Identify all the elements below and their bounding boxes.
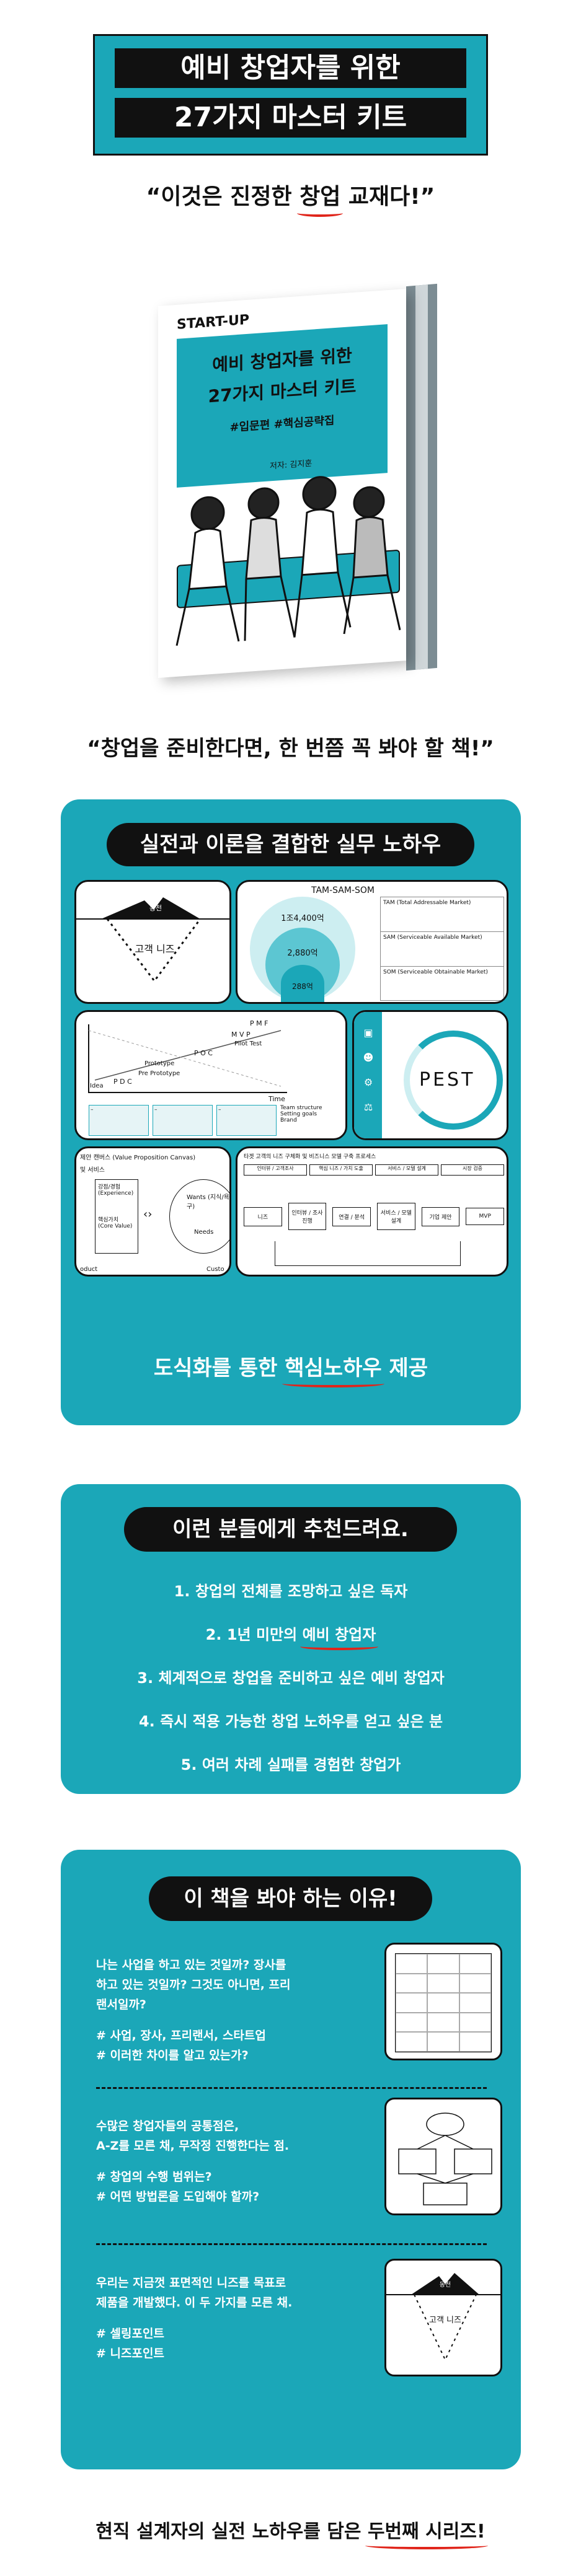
book-start-label: START-UP [177, 312, 250, 333]
sam-value: 2,880억 [287, 949, 318, 958]
reason-thumb-diagram [384, 2098, 502, 2215]
flow-header: 서비스 / 모델 설계 [375, 1164, 438, 1176]
flow-header: 인터뷰 / 고객조사 [244, 1164, 307, 1176]
flow-box: 니즈 [244, 1207, 282, 1226]
card-pest: ▣ ☻ ⚙ ⚖ PEST [352, 1010, 508, 1140]
flow-box: 서비스 / 모델 설계 [377, 1203, 415, 1230]
reason-thumb-table [384, 1943, 502, 2060]
recommend-item: 1. 창업의 전체를 조망하고 싶은 독자 [174, 1583, 408, 1600]
flow-box: 기업 제안 [421, 1207, 460, 1226]
header-title-line1: 예비 창업자를 위한 [115, 48, 466, 88]
pmf-side-item: Setting goals [280, 1111, 317, 1117]
sam-row: SAM (Serviceable Available Market) [381, 932, 503, 967]
tam-value: 1조4,400억 [281, 914, 324, 923]
divider [96, 2087, 487, 2089]
section3-pill: 이 책을 봐야 하는 이유! [149, 1876, 432, 1921]
card-customer-niche: 동전 고객 니즈 [74, 880, 231, 1004]
footer-tagline: 현직 설계자의 실전 노하우를 담은 두번째 시리즈! [0, 2516, 581, 2549]
pest-icon-column: ▣ ☻ ⚙ ⚖ [359, 1021, 378, 1120]
value-service-label: 및 서비스 [80, 1167, 105, 1174]
recommend-item-highlight: 2. 1년 미만의 예비 창업자 [61, 1622, 521, 1650]
niche-top-label: 동전 [149, 904, 162, 912]
reason-thumb-niche: 동전 고객 니즈 [384, 2259, 502, 2376]
tam-title: TAM-SAM-SOM [311, 886, 375, 895]
som-row: SOM (Serviceable Obtainable Market) [383, 969, 488, 975]
pmf-side-item: Team structure [280, 1105, 322, 1111]
value-core: 핵심가치 (Core Value) [98, 1217, 133, 1229]
value-title: 제안 캔버스 (Value Proposition Canvas) [80, 1154, 196, 1161]
flow-title: 타겟 고객의 니즈 구체화 및 비즈니스 모델 구축 프로세스 [244, 1154, 376, 1160]
pdc-label: P D C [113, 1078, 132, 1086]
building-icon: ▣ [363, 1027, 373, 1039]
section2-pill: 이런 분들에게 추천드려요. [124, 1507, 457, 1552]
poc-label: P O C [194, 1049, 213, 1057]
card-process-flow: 타겟 고객의 니즈 구체화 및 비즈니스 모델 구축 프로세스 인터뷰 / 고객… [236, 1146, 508, 1277]
value-product: oduct [80, 1266, 98, 1273]
flow-box: 인터뷰 / 조사 진행 [288, 1203, 327, 1230]
niche-center-label: 고객 니즈 [135, 943, 175, 955]
value-experience: 강점/경험 (Experience) [98, 1184, 134, 1197]
header-title-line2: 27가지 마스터 키트 [115, 98, 466, 138]
som-value: 288억 [292, 982, 313, 991]
pest-label: PEST [419, 1069, 476, 1091]
mini-niche-center: 고객 니즈 [429, 2316, 461, 2325]
recommend-item: 3. 체계적으로 창업을 준비하고 싶은 예비 창업자 [137, 1669, 445, 1687]
divider [96, 2243, 487, 2245]
mvp-label: M V P [231, 1031, 251, 1039]
value-needs: Needs [194, 1229, 214, 1236]
recommend-item: 5. 여러 차례 실패를 경험한 창업가 [180, 1756, 401, 1774]
book-cover: START-UP 예비 창업자를 위한 27가지 마스터 키트 #입문편 #핵심… [133, 260, 437, 678]
pmf-label: P M F [250, 1019, 268, 1027]
som-circle [281, 965, 324, 1002]
quote-mid: “창업을 준비한다면, 한 번쯤 꼭 봐야 할 책!” [87, 736, 494, 761]
flow-header: 시장 검증 [441, 1164, 504, 1176]
pmf-side-item: Brand [280, 1117, 297, 1123]
card-tam-sam-som: TAM-SAM-SOM 1조4,400억 2,880억 288억 TAM (To… [236, 880, 508, 1004]
pilot-label: Pilot Test [234, 1040, 262, 1047]
reason-block-1: 나는 사업을 하고 있는 것일까? 장사를 하고 있는 것일까? 그것도 아니면… [96, 1958, 291, 2062]
flow-box: 연결 / 분석 [332, 1207, 371, 1226]
section1-pill: 실전과 이론을 결합한 실무 노하우 [107, 823, 474, 866]
recommend-item: 4. 즉시 적용 가능한 창업 노하우를 얻고 싶은 분 [138, 1713, 443, 1730]
quote-top: “이것은 진정한 창업 교재다!” [0, 178, 581, 217]
value-wants: Wants (지식/욕구) [187, 1194, 229, 1210]
swap-arrows-icon: ‹› [143, 1208, 153, 1221]
flow-header: 핵심 니즈 / 가치 도출 [309, 1164, 373, 1176]
section1-caption: 도식화를 통한 핵심노하우 제공 [61, 1351, 521, 1387]
value-customer: Custo [206, 1266, 224, 1273]
tam-row: TAM (Total Addressable Market) [381, 897, 503, 932]
reason-block-2: 수많은 창업자들의 공통점은, A-Z를 모른 채, 무작정 진행한다는 점. … [96, 2119, 290, 2204]
people-icon: ☻ [363, 1052, 374, 1063]
flow-box: MVP [466, 1208, 505, 1225]
pre-prototype-label: Pre Prototype [138, 1070, 180, 1077]
people-illustration [175, 476, 401, 646]
gear-icon: ⚙ [363, 1076, 373, 1088]
card-value-proposition: 제안 캔버스 (Value Proposition Canvas) 및 서비스 … [74, 1146, 231, 1277]
card-pmf-timeline: P M F M V P Pilot Test P O C Prototype P… [74, 1010, 347, 1140]
idea-label: Idea [90, 1083, 104, 1089]
scale-icon: ⚖ [363, 1101, 373, 1113]
pest-ring [404, 1031, 503, 1130]
mini-niche-top: 동전 [439, 2282, 451, 2288]
prototype-label: Prototype [144, 1060, 175, 1067]
reason-block-3: 우리는 지금껏 표면적인 니즈를 목표로 제품을 개발했다. 이 두 가지를 모… [96, 2276, 293, 2360]
time-label: Time [268, 1095, 285, 1103]
